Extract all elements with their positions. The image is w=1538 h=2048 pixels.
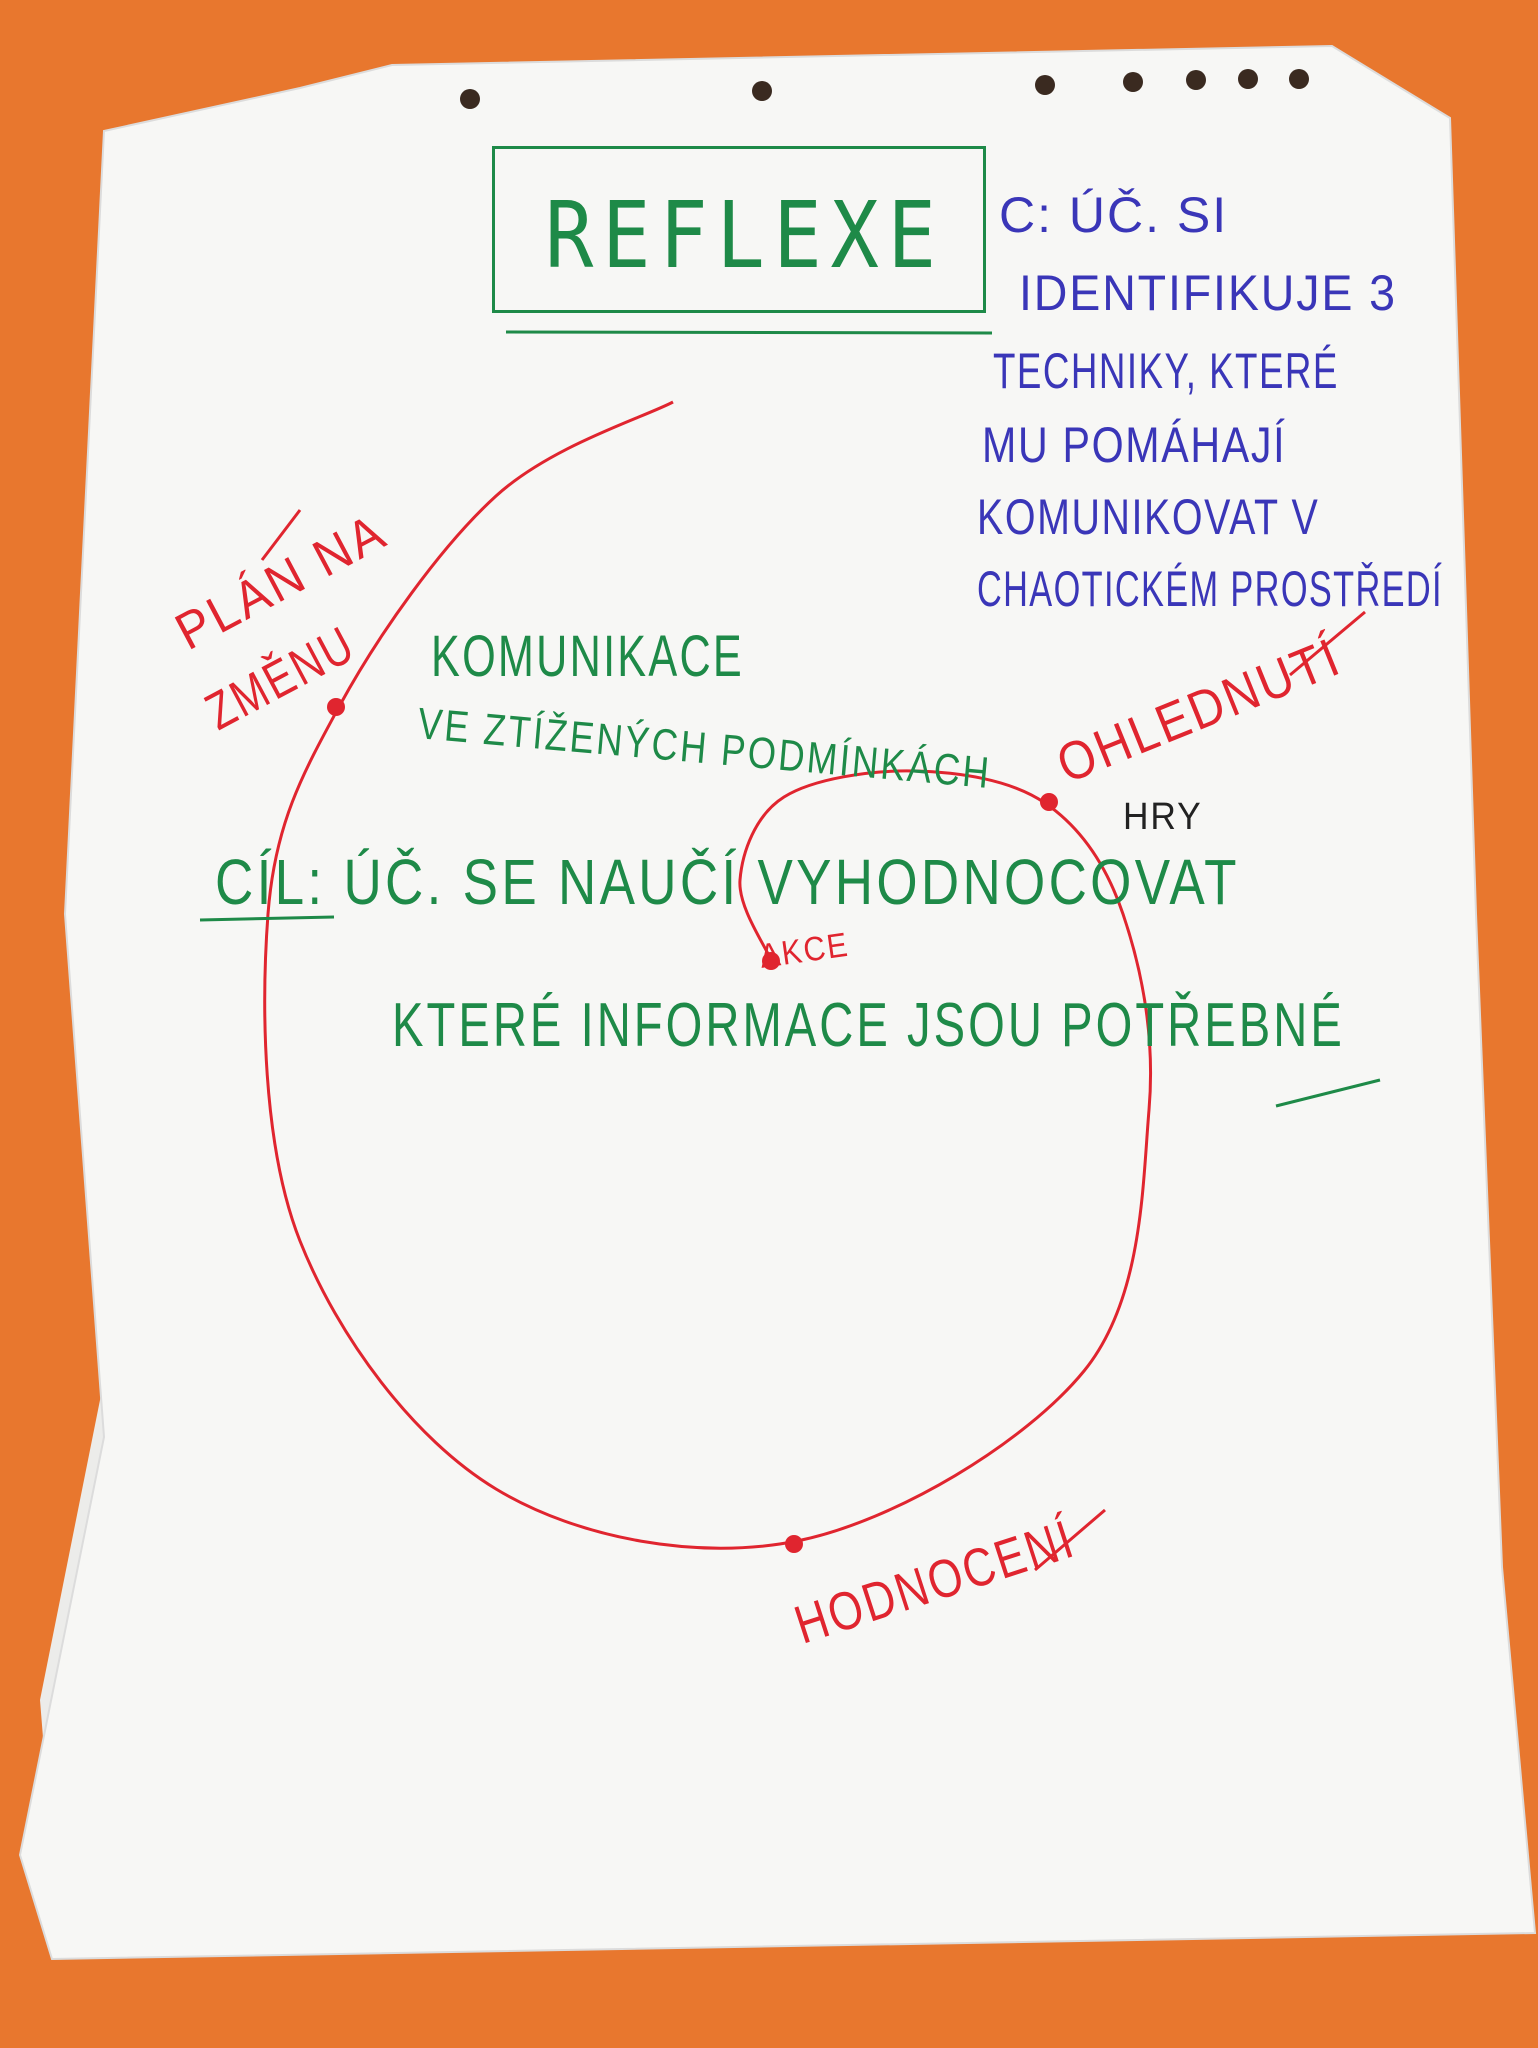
dot-evaluation — [785, 1535, 803, 1553]
objective-line-3: TECHNIKY, KTERÉ — [993, 343, 1339, 399]
binding-holes — [460, 69, 1309, 109]
flipchart-paper — [18, 44, 1537, 1961]
title-box — [492, 146, 986, 313]
objective-line-1: C: ÚČ. SI — [999, 187, 1229, 243]
underline-marks — [199, 330, 1381, 1572]
label-games: HRY — [1123, 796, 1203, 838]
objective-line-6: CHAOTICKÉM PROSTŘEDÍ — [977, 561, 1443, 617]
dot-plan — [327, 698, 345, 716]
goal-line-2: KTERÉ INFORMACE JSOU POTŘEBNÉ — [392, 991, 1345, 1060]
dot-action — [762, 952, 780, 970]
objective-line-5: KOMUNIKOVAT V — [977, 489, 1320, 545]
objective-line-2: IDENTIFIKUJE 3 — [1019, 265, 1397, 321]
objective-line-4: MU POMÁHAJÍ — [982, 417, 1287, 473]
page-title: REFLEXE — [545, 182, 945, 289]
red-spiral-cycle — [263, 400, 1152, 1550]
goal-line-1: CÍL: ÚČ. SE NAUČÍ VYHODNOCOVAT — [215, 846, 1240, 918]
cycle-stage-dots — [327, 698, 1058, 1553]
topic-line-1: KOMUNIKACE — [431, 624, 744, 689]
dot-reflection — [1040, 793, 1058, 811]
